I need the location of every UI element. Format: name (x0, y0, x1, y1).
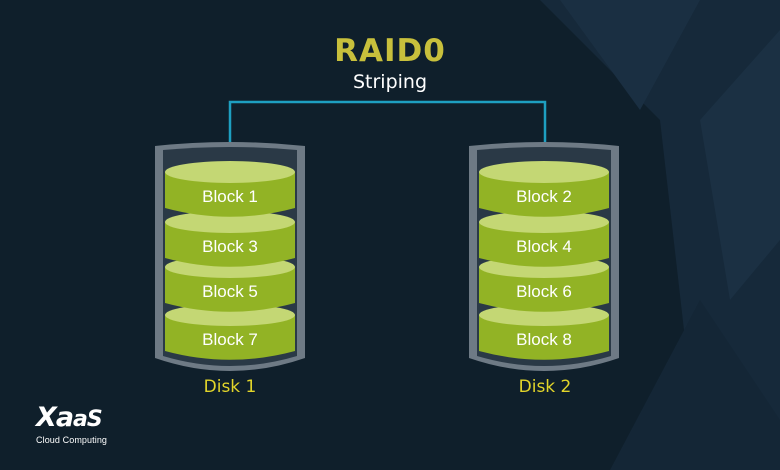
block-label: Block 2 (516, 187, 572, 206)
block-label: Block 7 (202, 330, 258, 349)
xaas-logo: XaaS Cloud Computing (36, 402, 126, 446)
diagram-title: RAID0 (334, 33, 446, 69)
block-segment: Block 4 (479, 211, 609, 267)
background-decoration (540, 0, 780, 470)
striping-connector (228, 100, 547, 165)
block-segment: Block 2 (479, 161, 609, 217)
block-label: Block 1 (202, 187, 258, 206)
diagram-subtitle: Striping (352, 71, 428, 93)
block-label: Block 8 (516, 330, 572, 349)
block-segment: Block 1 (165, 161, 295, 217)
block-segment: Block 8 (479, 304, 609, 360)
block-segment: Block 3 (165, 211, 295, 267)
disk-2-label: Disk 2 (518, 377, 572, 397)
block-label: Block 4 (516, 237, 572, 256)
logo-tagline: Cloud Computing (36, 435, 108, 445)
disk-2: Block 8 Block 6 Block 4 Block 2 (469, 142, 619, 371)
block-segment: Block 7 (165, 304, 295, 360)
disk-1: Block 7 Block 5 Block 3 Block 1 (155, 142, 305, 371)
block-label: Block 6 (516, 282, 572, 301)
block-label: Block 5 (202, 282, 258, 301)
logo-mark: XaaS (36, 402, 103, 433)
disk-1-label: Disk 1 (203, 377, 257, 397)
block-label: Block 3 (202, 237, 258, 256)
